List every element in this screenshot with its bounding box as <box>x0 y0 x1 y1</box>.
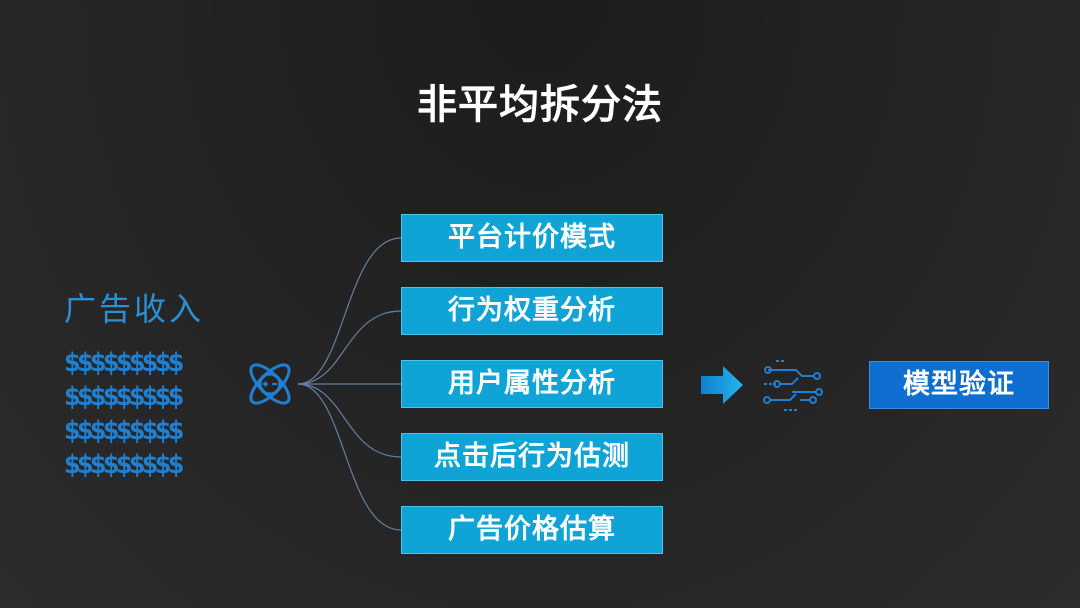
ad-revenue-label: 广告收入 <box>64 290 205 328</box>
factor-box-behavior-weight: 行为权重分析 <box>401 287 663 335</box>
factor-box-pricing-model: 平台计价模式 <box>401 214 663 262</box>
dollar-row: $$$$$$$$$ <box>64 382 184 412</box>
model-validation-box: 模型验证 <box>869 361 1049 409</box>
connector-line <box>297 310 402 385</box>
dollar-grid: $$$$$$$$$ $$$$$$$$$ $$$$$$$$$ $$$$$$$$$ <box>64 346 214 482</box>
atom-icon <box>249 363 291 405</box>
slide-title: 非平均拆分法 <box>417 82 663 128</box>
factor-box-post-click-estimate: 点击后行为估测 <box>401 433 663 481</box>
dollar-row: $$$$$$$$$ <box>64 450 184 480</box>
arrow-right-icon <box>701 366 743 404</box>
circuit-icon <box>763 360 823 411</box>
connector-line <box>297 383 402 531</box>
factor-box-user-attributes: 用户属性分析 <box>401 360 663 408</box>
factor-box-ad-price-estimate: 广告价格估算 <box>401 506 663 554</box>
dollar-row: $$$$$$$$$ <box>64 348 184 378</box>
connector-line <box>297 237 402 385</box>
dollar-row: $$$$$$$$$ <box>64 416 184 446</box>
connector-line <box>297 383 402 458</box>
